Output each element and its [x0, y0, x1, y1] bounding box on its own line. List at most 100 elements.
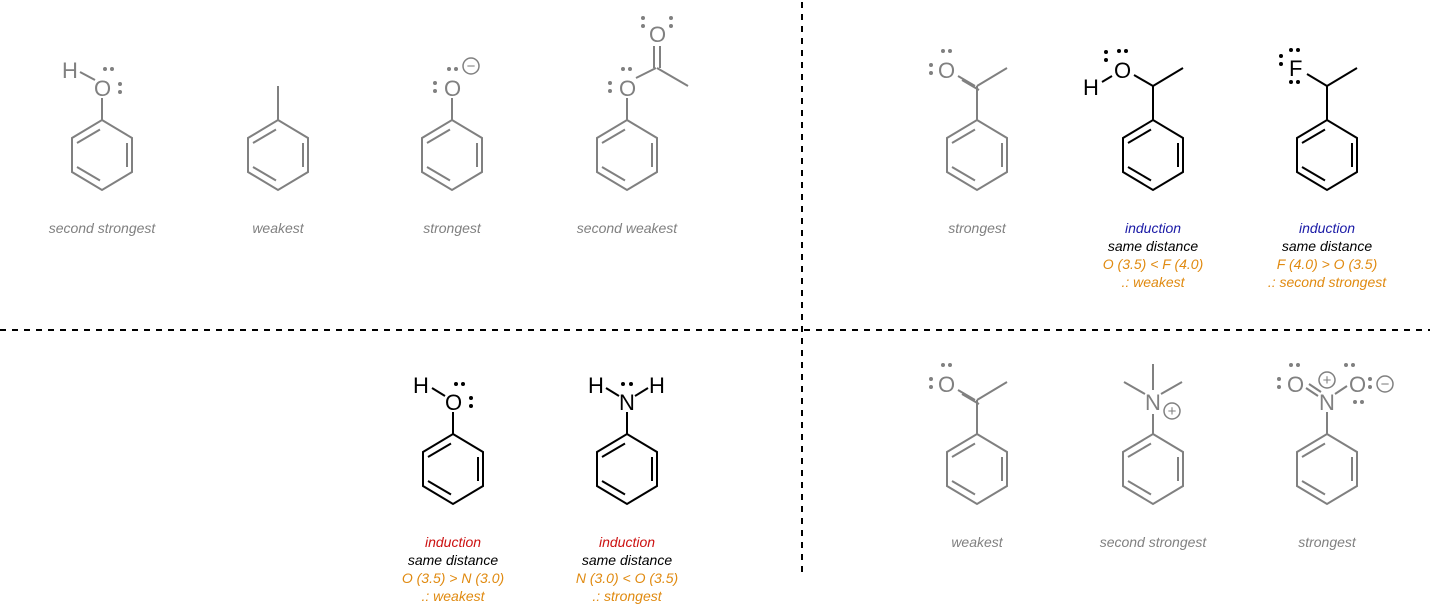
atom-h: H: [62, 58, 78, 83]
atom-o: O: [938, 58, 955, 83]
lone-pair-dot: [1289, 48, 1293, 52]
negative-charge: −: [467, 58, 476, 75]
annotation-line-3: F (4.0) > O (3.5): [1277, 256, 1378, 272]
aniline-annotation: induction same distance N (3.0) < O (3.5…: [576, 534, 678, 604]
lone-pair-dot: [454, 67, 458, 71]
acetophenone-2-molecule: [946, 381, 1008, 506]
methyl-bond: [1326, 67, 1358, 87]
lone-pair-dot: [461, 382, 465, 386]
label-toluene: weakest: [252, 220, 304, 236]
atom-o: O: [1114, 58, 1131, 83]
phenol-molecule: [71, 71, 133, 192]
acetophenone-molecule: [946, 67, 1008, 192]
benzene-ring: [422, 432, 484, 506]
lone-pair-dot: [1104, 50, 1108, 54]
benzene-ring: [421, 118, 483, 192]
o-h-bond: [79, 71, 96, 81]
toluene-molecule: [247, 86, 309, 192]
phenylethanol-atoms: H O: [1083, 49, 1131, 100]
lone-pair-dot: [641, 16, 645, 20]
lone-pair-dot: [118, 82, 122, 86]
lone-pair-dot: [1296, 80, 1300, 84]
atom-n: N: [1145, 390, 1161, 415]
nitrobenzene-molecule: [1296, 371, 1394, 506]
aniline-atoms: H N H: [588, 373, 665, 415]
quadrant-dividers: [0, 2, 1430, 578]
lone-pair-dot: [929, 71, 933, 75]
benzene-ring: [1296, 432, 1358, 506]
lone-pair-dot: [1104, 58, 1108, 62]
phenyl-acetate-atoms: O O: [608, 16, 673, 101]
nitrobenzene-atoms: N O O + −: [1277, 363, 1390, 415]
fluoroethylbenzene-molecule: [1296, 67, 1358, 192]
lone-pair-dot: [110, 67, 114, 71]
c-f-bond: [1306, 73, 1328, 87]
o-h-bond: [431, 387, 446, 397]
phenyl-acetate-molecule: [596, 46, 689, 192]
lone-pair-dot: [629, 382, 633, 386]
o-h-bond: [1101, 75, 1113, 83]
atom-o-ester: O: [619, 76, 636, 101]
lone-pair-dot: [1279, 62, 1283, 66]
annotation-line-2: same distance: [408, 552, 498, 568]
atom-o: O: [94, 76, 111, 101]
carbonyl-bond: [961, 393, 980, 405]
charge-circle: [462, 57, 480, 75]
acetophenone-atoms: O: [929, 49, 955, 83]
atom-h-right: H: [649, 373, 665, 398]
annotation-line-1: induction: [599, 534, 655, 550]
atom-o-left: O: [1287, 372, 1304, 397]
annotation-line-2: same distance: [1282, 238, 1372, 254]
lone-pair-dot: [941, 49, 945, 53]
annotation-line-1: induction: [1125, 220, 1181, 236]
benzene-ring: [946, 118, 1008, 192]
phenol-black-molecule: [422, 387, 484, 506]
benzene-ring: [1122, 432, 1184, 506]
positive-charge: +: [1168, 403, 1177, 420]
lone-pair-dot: [469, 404, 473, 408]
methyl-bond: [1152, 67, 1184, 87]
label-trimethylanilinium: second strongest: [1100, 534, 1208, 550]
atom-n: N: [1319, 390, 1335, 415]
methyl-bond-left: [1123, 381, 1146, 395]
lone-pair-dot: [669, 24, 673, 28]
lone-pair-dot: [469, 396, 473, 400]
lone-pair-dot: [1353, 400, 1357, 404]
top-left-labels: second strongest weakest strongest secon…: [49, 220, 679, 236]
annotation-line-4: .: weakest: [1121, 274, 1185, 290]
carbonyl-bond: [957, 75, 976, 87]
lone-pair-dot: [628, 67, 632, 71]
lone-pair-dot: [608, 81, 612, 85]
lone-pair-dot: [433, 81, 437, 85]
methyl-bond: [976, 67, 1008, 87]
n-o-single-bond: [1334, 385, 1348, 395]
lone-pair-dot: [103, 67, 107, 71]
label-acetophenone: strongest: [948, 220, 1007, 236]
o-c-bond: [635, 67, 657, 79]
fluoroethylbenzene-annotation: induction same distance F (4.0) > O (3.5…: [1268, 220, 1387, 290]
top-right-quadrant: O H O induction same distanc: [929, 48, 1387, 290]
benzene-ring: [1122, 118, 1184, 192]
bottom-left-quadrant: H O induction same distance O (3.5) > N …: [402, 373, 678, 604]
atom-o-carbonyl: O: [649, 22, 666, 47]
lone-pair-dot: [1351, 363, 1355, 367]
lone-pair-dot: [1279, 54, 1283, 58]
label-phenol: second strongest: [49, 220, 157, 236]
atom-h-left: H: [588, 373, 604, 398]
atom-o: O: [444, 76, 461, 101]
lone-pair-dot: [447, 67, 451, 71]
atom-h: H: [413, 373, 429, 398]
charge-circle: [1163, 402, 1181, 420]
charge-circle-plus: [1318, 371, 1336, 389]
carbonyl-bond: [957, 389, 976, 401]
lone-pair-dot: [1124, 49, 1128, 53]
lone-pair-dot: [1277, 385, 1281, 389]
lone-pair-dot: [929, 63, 933, 67]
c-o-bond: [1133, 74, 1154, 87]
n-h-bond: [634, 387, 649, 397]
n-o-double-bond: [1305, 387, 1319, 397]
lone-pair-dot: [1368, 385, 1372, 389]
phenol-black-atoms: H O: [413, 373, 473, 415]
annotation-line-1: induction: [425, 534, 481, 550]
lone-pair-dot: [1344, 363, 1348, 367]
